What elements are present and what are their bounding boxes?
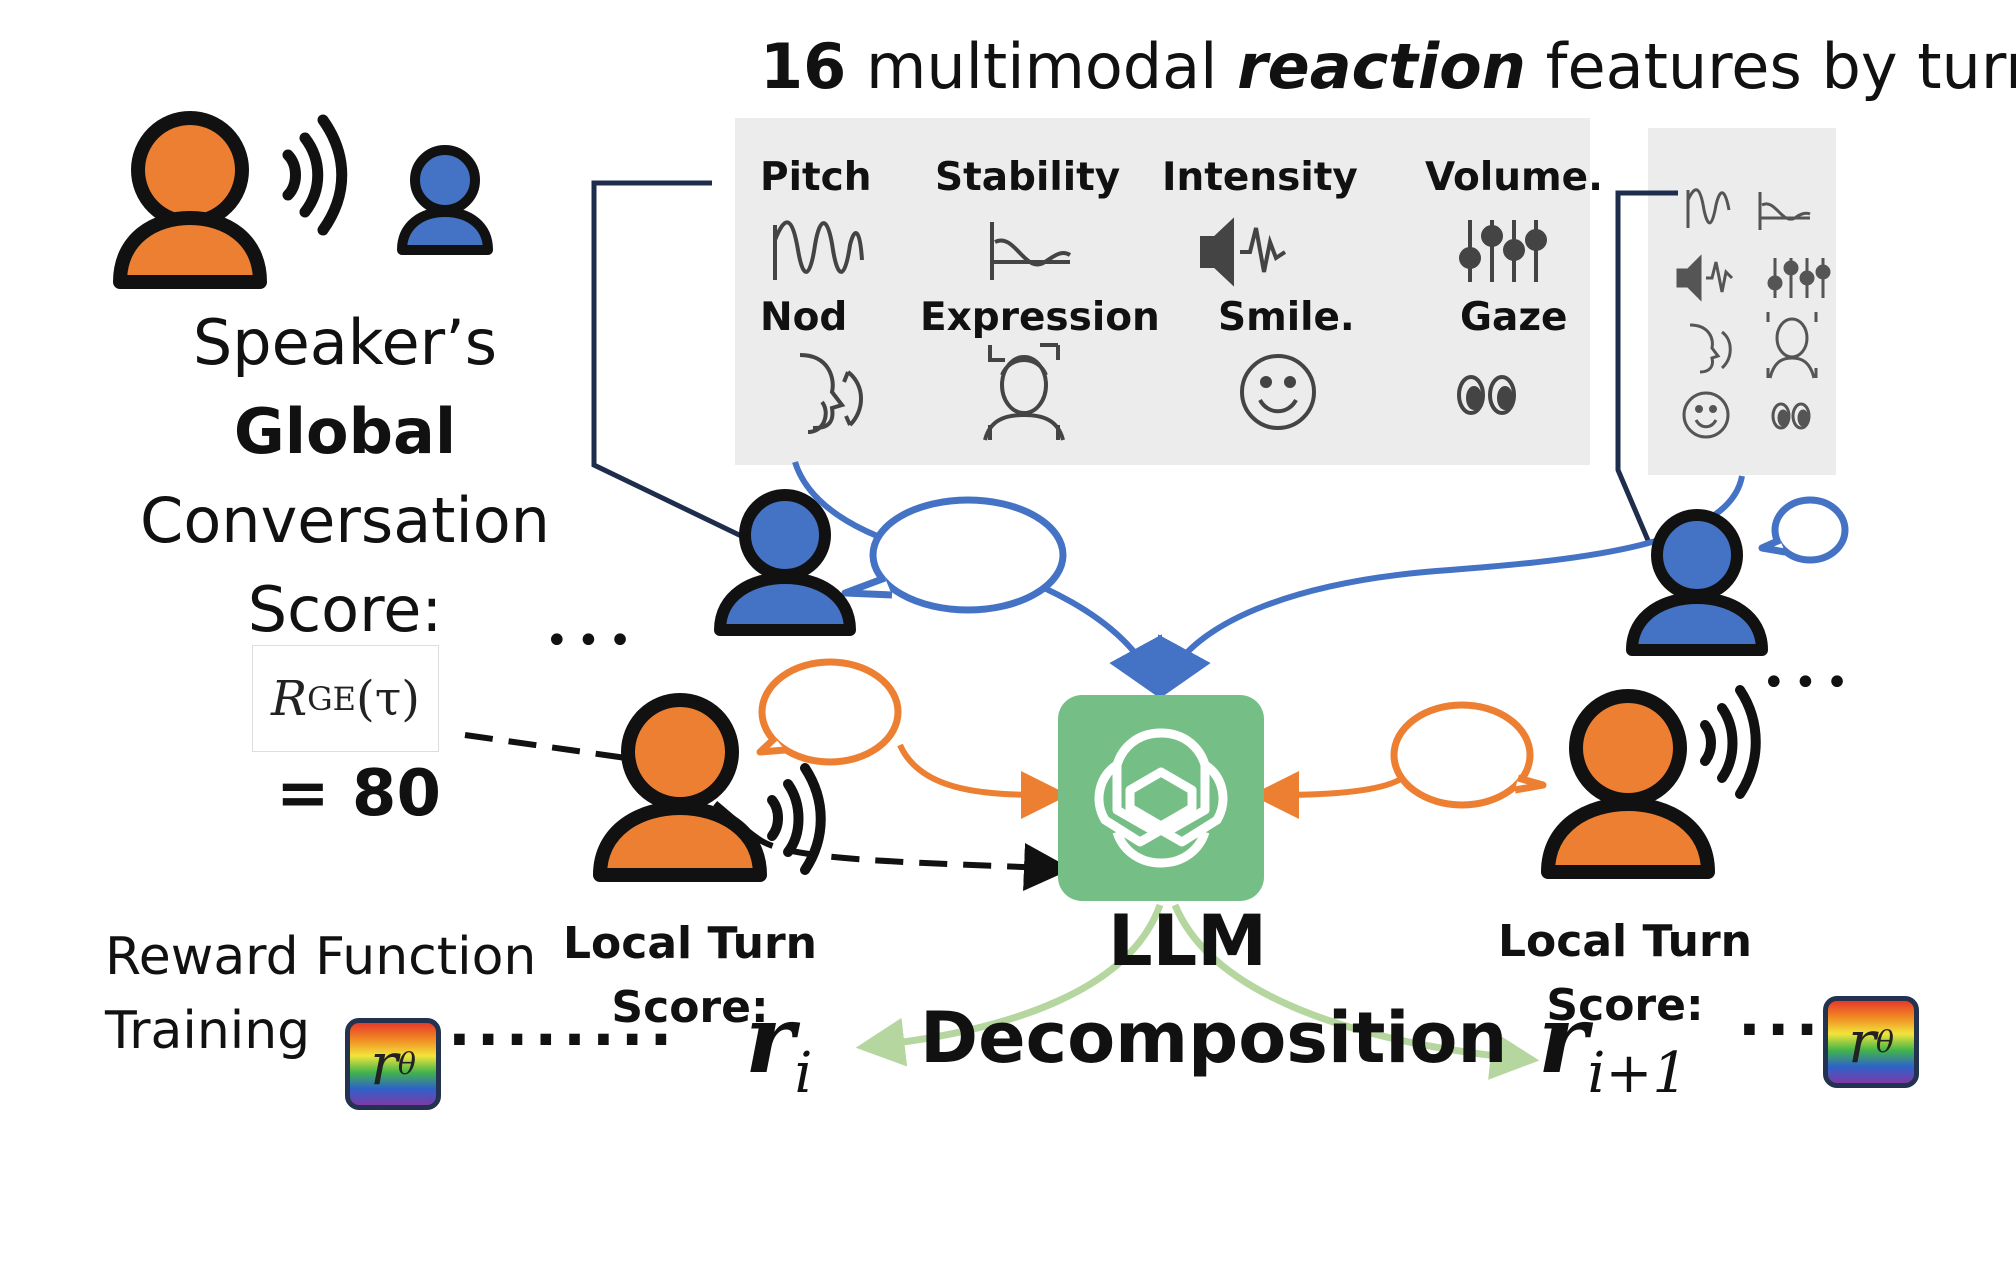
listener-person-icon [397,145,493,255]
feature-label-volume: Volume. [1425,155,1603,200]
formula-argument: (τ) [356,670,421,727]
compact-expression-icon [1766,312,1818,379]
feature-panel [735,118,1590,465]
diagram-title: 16 multimodal reaction features by turn [760,30,2016,103]
feature-label-gaze: Gaze [1460,295,1568,340]
compact-nod-icon [1689,323,1732,374]
local-turn-left-line2: Score: [611,982,769,1033]
local-turn-label-right: Local Turn Score: [1495,910,1755,1038]
feature-label-smile: Smile. [1218,295,1355,340]
decomposition-label: Decomposition [920,997,1508,1079]
volume-sliders-icon [1459,220,1547,282]
ellipsis-left: ••• [545,618,640,664]
compact-gaze-icon [1771,402,1811,430]
reward-line1: Reward Function [105,927,537,987]
compact-volume-icon [1767,258,1831,298]
reward-line2: Training [105,1001,311,1061]
sound-waves-right-icon [1700,685,1761,799]
blue-speech-bubble-right [1758,496,1849,564]
orange-arrow-right [1251,768,1413,819]
reward-subscript-left: θ [397,1046,416,1082]
feature-label-nod: Nod [760,295,848,340]
feature-label-expression: Expression [920,295,1160,340]
orange-arrow-left [897,743,1069,819]
eyes-gaze-icon [1457,375,1516,415]
local-turn-right-subscript: i+1 [1587,1040,1688,1106]
speaker-person-right-icon [1541,689,1715,879]
title-mid: multimodal [846,30,1238,103]
speaker-person-icon [113,111,267,289]
global-score-line4: Score: [247,573,443,646]
formula-subscript: GE [307,679,357,718]
panel-connector-left [591,180,762,548]
panel-connector-right [1615,190,1678,546]
reward-subscript-right: θ [1875,1024,1894,1060]
global-score-label: Speaker’s Global Conversation Score: [120,298,570,654]
local-turn-right-line1: Local Turn [1498,916,1752,967]
listener-person-left-icon [714,489,856,636]
local-turn-left-line1: Local Turn [563,918,817,969]
title-emphasis: reaction [1237,30,1526,103]
global-score-value: = 80 [276,757,441,831]
dotted-connector-left: ........ [448,990,679,1060]
head-nod-icon [799,353,863,434]
reward-training-label: Reward Function Training [105,920,536,1068]
compact-intensity-icon [1676,254,1734,302]
speaker-person-left-icon [593,693,767,882]
decomposition-arrow-right [1171,903,1540,1080]
local-turn-right-symbol: r [1538,985,1588,1095]
title-count: 16 [760,30,847,103]
pitch-waveform-icon [773,220,864,280]
smiley-icon [1240,354,1316,430]
reward-symbol-left: r [370,1030,398,1098]
feature-label-stability: Stability [935,155,1121,200]
compact-smiley-icon [1682,391,1730,439]
compact-pitch-icon [1686,188,1731,228]
face-expression-icon [983,343,1065,441]
local-turn-label-left: Local Turn Score: [560,912,820,1040]
global-score-line3: Conversation [140,484,550,557]
feature-label-pitch: Pitch [760,155,872,200]
feature-label-intensity: Intensity [1162,155,1358,200]
sound-waves-left-icon [767,763,826,875]
local-turn-left-subscript: i [794,1040,813,1106]
formula-symbol: R [270,670,308,727]
orange-speech-bubble-right [1390,701,1547,809]
blue-speech-bubble-left [841,496,1067,614]
decomposition-arrow-left [855,903,1164,1067]
local-turn-score-right: ri+1 [1538,985,1688,1106]
sound-waves-icon [282,114,348,236]
listener-person-right-icon [1626,509,1768,656]
llm-label: LLM [1108,900,1267,982]
orange-speech-bubble-left [756,658,902,766]
dotted-connector-right: ... [1738,980,1825,1050]
speaker-intensity-icon [1200,217,1287,287]
local-turn-score-left: ri [745,985,812,1106]
title-suffix: features by turn [1525,30,2016,103]
global-score-line2: Global [233,395,457,468]
local-turn-right-line2: Score: [1546,980,1704,1031]
local-turn-left-symbol: r [745,985,795,1095]
compact-stability-icon [1758,192,1811,230]
global-score-line1: Speaker’s [192,306,498,379]
ellipsis-right: ••• [1762,660,1857,706]
stability-curve-icon [990,222,1072,280]
llm-logo-icon [1058,695,1264,901]
reward-symbol-right: r [1848,1008,1876,1076]
